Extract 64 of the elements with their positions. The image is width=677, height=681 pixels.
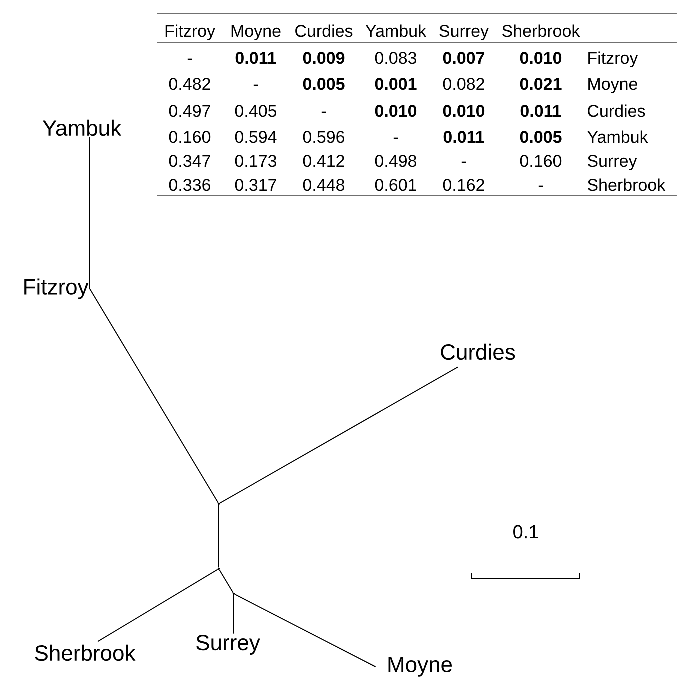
- tree-branch: [90, 288, 219, 504]
- table-cell: 0.005: [303, 78, 345, 90]
- table-cell: -: [538, 186, 544, 188]
- column-header: Sherbrook: [502, 24, 580, 38]
- table-cell: 0.011: [236, 52, 276, 64]
- taxon-label: Surrey: [196, 635, 260, 655]
- table-cell: 0.173: [235, 155, 276, 168]
- row-header: Curdies: [588, 104, 646, 118]
- table-cell: 0.596: [303, 131, 344, 144]
- table-cell: 0.601: [375, 179, 416, 192]
- column-header: Moyne: [232, 25, 281, 41]
- column-header: Surrey: [440, 25, 489, 41]
- table-cell: 0.082: [443, 78, 484, 90]
- row-header: Moyne: [588, 78, 638, 94]
- row-header: Surrey: [588, 155, 638, 171]
- table-cell: -: [394, 138, 398, 140]
- table-cell: 0.021: [520, 78, 562, 90]
- branch-junction: [218, 502, 220, 506]
- taxon-label: Sherbrook: [35, 644, 136, 662]
- table-cell: 0.007: [443, 52, 484, 64]
- branch-junction: [218, 568, 220, 570]
- table-cell: -: [462, 162, 466, 164]
- scale-label: 0.1: [514, 525, 538, 539]
- taxon-label: Curdies: [441, 344, 516, 360]
- table-cell: 0.005: [520, 131, 562, 144]
- column-header: Curdies: [296, 24, 353, 38]
- row-header: Sherbrook: [588, 178, 666, 192]
- taxon-label: Moyne: [388, 657, 452, 677]
- table-cell: 0.497: [169, 105, 210, 118]
- table-cell: 0.448: [303, 179, 345, 192]
- taxon-label: Fitzroy: [24, 278, 89, 300]
- tree-branch: [98, 569, 218, 642]
- tree-branch: [219, 570, 234, 594]
- table-cell: 0.160: [169, 131, 211, 144]
- table-cell: 0.347: [169, 155, 210, 168]
- table-cell: 0.011: [444, 131, 484, 144]
- table-cell: 0.010: [375, 105, 417, 118]
- table-cell: 0.594: [235, 131, 277, 144]
- table-cell: -: [188, 58, 192, 60]
- tree-branch: [220, 366, 458, 504]
- table-cell: 0.010: [520, 52, 562, 64]
- table-cell: 0.162: [443, 179, 484, 192]
- table-cell: 0.010: [443, 105, 485, 118]
- row-header: Fitzroy: [588, 52, 638, 68]
- table-cell: 0.009: [303, 52, 345, 64]
- tree-branch: [234, 594, 376, 668]
- table-cell: 0.405: [235, 105, 277, 118]
- taxon-label: Yambuk: [42, 120, 122, 136]
- row-header: Yambuk: [588, 130, 648, 144]
- column-header: Fitzroy: [166, 24, 216, 41]
- table-cell: 0.083: [375, 52, 416, 64]
- table-cell: -: [254, 84, 258, 86]
- branch-junction: [232, 592, 236, 596]
- table-cell: 0.336: [169, 179, 211, 192]
- tree-branch: [218, 504, 220, 568]
- table-cell: 0.482: [169, 78, 210, 90]
- table-cell: 0.001: [375, 78, 417, 90]
- table-cell: 0.498: [375, 155, 417, 168]
- column-header: Yambuk: [366, 24, 427, 38]
- table-cell: -: [322, 112, 326, 114]
- table-cell: 0.317: [235, 179, 276, 192]
- table-cell: 0.160: [520, 155, 562, 168]
- table-cell: 0.412: [303, 155, 344, 168]
- table-cell: 0.011: [520, 105, 562, 118]
